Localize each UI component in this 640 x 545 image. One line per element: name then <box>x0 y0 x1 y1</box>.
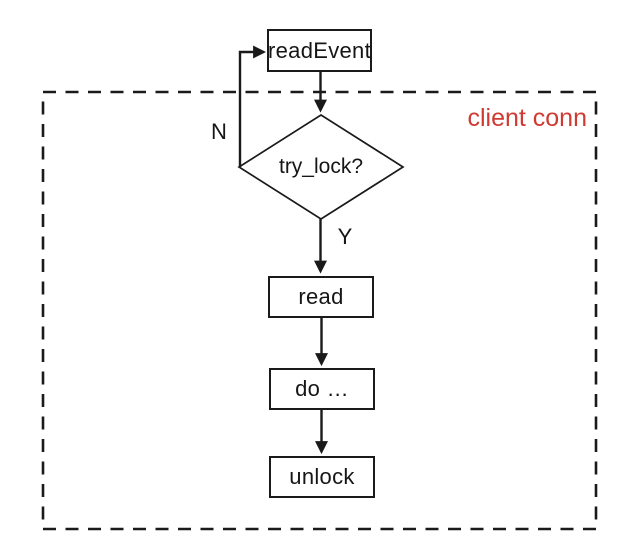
edge-label-no: N <box>211 119 227 144</box>
node-read-event: readEvent <box>267 29 372 72</box>
region-label: client conn <box>467 104 587 132</box>
node-unlock: unlock <box>269 456 375 498</box>
node-do: do … <box>269 368 375 410</box>
edge-label-yes: Y <box>337 224 353 249</box>
arrow-trylock-to-readevent-loop <box>238 45 267 167</box>
node-read: read <box>268 276 374 318</box>
node-try-lock-label: try_lock? <box>278 155 364 178</box>
